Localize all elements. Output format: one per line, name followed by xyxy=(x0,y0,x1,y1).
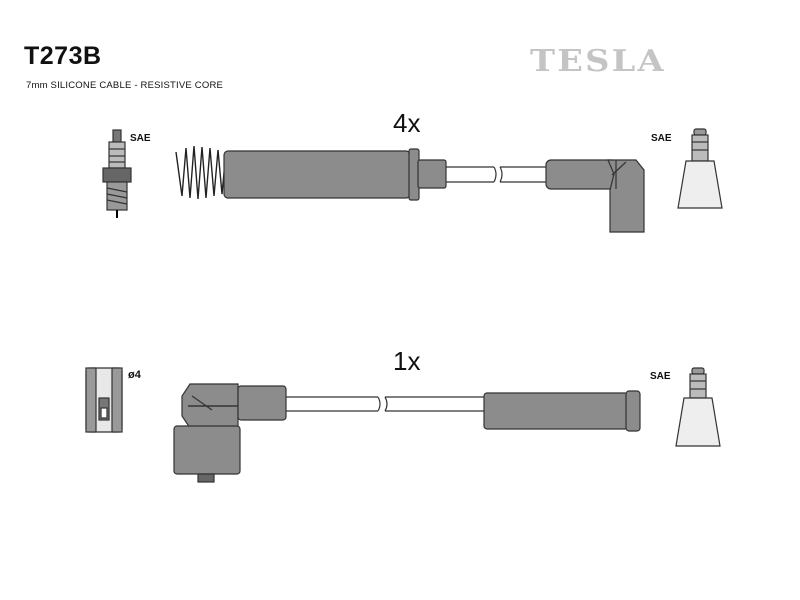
spring-clip-icon xyxy=(175,145,227,200)
brand-logo: TESLA xyxy=(530,44,666,79)
quantity-label-top: 4x xyxy=(393,108,421,138)
coil-terminal-bottom-icon xyxy=(675,367,721,447)
quantity-label-bottom: 1x xyxy=(393,346,421,376)
diameter-label: ø4 xyxy=(128,369,141,381)
cable-top xyxy=(446,166,546,183)
angled-boot-top xyxy=(545,159,645,233)
straight-boot-top xyxy=(223,148,447,201)
straight-boot-bottom xyxy=(483,390,641,432)
part-number-title: T273B xyxy=(24,42,102,70)
angled-boot-bottom xyxy=(173,383,287,483)
cable-bottom xyxy=(286,396,486,412)
sleeve-socket-icon xyxy=(85,367,123,433)
cable-description: 7mm SILICONE CABLE - RESISTIVE CORE xyxy=(26,80,224,91)
sae-label-bottom-terminal: SAE xyxy=(650,371,671,382)
sae-label-top-terminal: SAE xyxy=(651,133,672,144)
coil-terminal-top-icon xyxy=(677,128,723,209)
spark-plug-icon xyxy=(102,129,132,218)
sae-label-spark-plug: SAE xyxy=(130,133,151,144)
